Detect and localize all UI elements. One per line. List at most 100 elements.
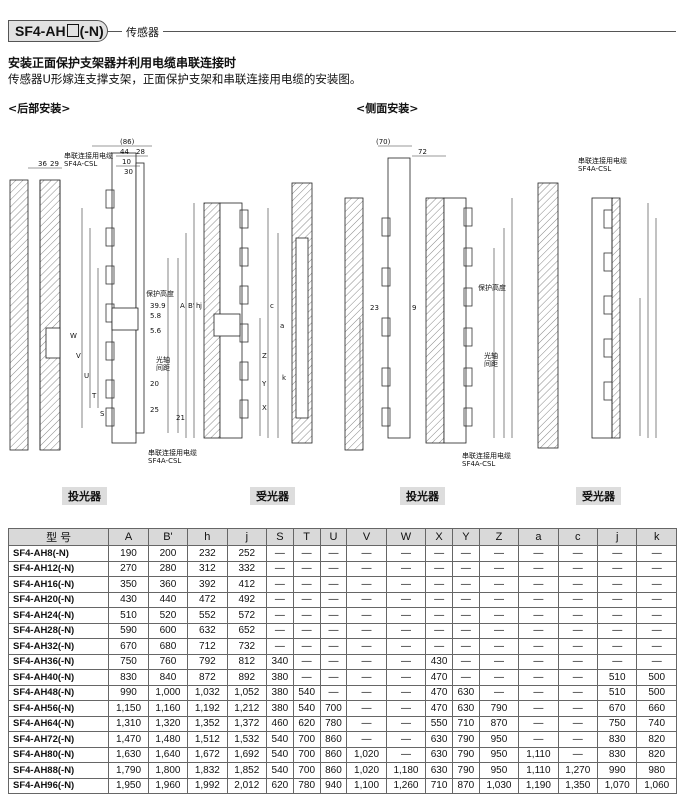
value-cell: 1,352: [187, 715, 228, 732]
value-cell: —: [292, 622, 321, 639]
dim-39-9: 39.9: [150, 302, 166, 310]
value-cell: —: [557, 591, 599, 608]
value-cell: 1,212: [226, 700, 268, 717]
column-header: V: [346, 528, 387, 546]
value-cell: —: [518, 715, 559, 732]
value-cell: —: [518, 576, 559, 593]
value-cell: —: [518, 669, 559, 686]
value-cell: 630: [425, 762, 453, 779]
dim-20: 20: [150, 380, 159, 388]
model-cell: SF4-AH96(-N): [7, 777, 110, 794]
value-cell: 470: [425, 669, 453, 686]
model-cell: SF4-AH72(-N): [7, 731, 110, 748]
value-cell: 1,992: [187, 777, 228, 794]
value-cell: 950: [478, 746, 520, 763]
value-cell: —: [557, 669, 599, 686]
value-cell: 660: [636, 700, 677, 717]
value-cell: —: [385, 607, 427, 624]
value-cell: —: [346, 591, 387, 608]
value-cell: —: [518, 560, 559, 577]
value-cell: —: [292, 591, 321, 608]
value-cell: —: [518, 638, 559, 655]
value-cell: 1,320: [147, 715, 189, 732]
value-cell: 600: [147, 622, 189, 639]
value-cell: —: [518, 653, 559, 670]
value-cell: —: [425, 638, 453, 655]
value-cell: 1,270: [557, 762, 599, 779]
value-cell: 1,150: [108, 700, 149, 717]
value-cell: 1,192: [187, 700, 228, 717]
value-cell: 552: [187, 607, 228, 624]
value-cell: 630: [425, 746, 453, 763]
value-cell: 732: [226, 638, 268, 655]
value-cell: 1,070: [597, 777, 638, 794]
value-cell: —: [385, 576, 427, 593]
value-cell: —: [319, 545, 348, 562]
value-cell: —: [319, 560, 348, 577]
value-cell: 750: [108, 653, 149, 670]
value-cell: —: [597, 638, 638, 655]
value-cell: 510: [108, 607, 149, 624]
value-cell: —: [557, 607, 599, 624]
value-cell: 652: [226, 622, 268, 639]
dim-a: a: [280, 322, 284, 330]
value-cell: 380: [266, 684, 294, 701]
value-cell: 860: [319, 731, 348, 748]
column-header: k: [636, 528, 677, 546]
value-cell: 1,020: [346, 746, 387, 763]
value-cell: 680: [147, 638, 189, 655]
value-cell: 540: [292, 684, 321, 701]
value-cell: —: [425, 545, 453, 562]
dim-28: 28: [136, 148, 145, 156]
dim-V: V: [76, 352, 81, 360]
value-cell: 792: [187, 653, 228, 670]
value-cell: 1,692: [226, 746, 268, 763]
column-header: 型 号: [7, 528, 110, 546]
model-cell: SF4-AH64(-N): [7, 715, 110, 732]
caption-emitter-left: 投光器: [62, 487, 107, 505]
value-cell: 812: [226, 653, 268, 670]
value-cell: —: [518, 607, 559, 624]
value-cell: 540: [266, 731, 294, 748]
value-cell: —: [636, 653, 677, 670]
value-cell: —: [557, 560, 599, 577]
value-cell: 1,100: [346, 777, 387, 794]
value-cell: —: [266, 560, 294, 577]
value-cell: —: [557, 622, 599, 639]
value-cell: 1,020: [346, 762, 387, 779]
value-cell: —: [425, 576, 453, 593]
value-cell: —: [346, 653, 387, 670]
value-cell: 830: [597, 731, 638, 748]
model-prefix: SF4-AH: [15, 23, 66, 39]
value-cell: 670: [597, 700, 638, 717]
value-cell: —: [451, 591, 480, 608]
value-cell: —: [292, 653, 321, 670]
value-cell: —: [597, 545, 638, 562]
value-cell: 1,532: [226, 731, 268, 748]
value-cell: 540: [292, 700, 321, 717]
model-cell: SF4-AH32(-N): [7, 638, 110, 655]
value-cell: —: [636, 622, 677, 639]
value-cell: 1,350: [557, 777, 599, 794]
cable-bottom-left-model: SF4A-CSL: [148, 457, 181, 465]
dim-21: 21: [176, 414, 185, 422]
value-cell: 870: [451, 777, 480, 794]
value-cell: —: [478, 622, 520, 639]
value-cell: 520: [147, 607, 189, 624]
value-cell: —: [292, 560, 321, 577]
value-cell: 1,480: [147, 731, 189, 748]
value-cell: —: [385, 684, 427, 701]
dim-j: j: [199, 302, 202, 310]
dim-Y: Y: [261, 380, 267, 388]
value-cell: 990: [108, 684, 149, 701]
axis-pitch-left: 光轴: [156, 355, 170, 364]
value-cell: 1,470: [108, 731, 149, 748]
caption-emitter-right: 投光器: [400, 487, 445, 505]
value-cell: 980: [636, 762, 677, 779]
value-cell: 590: [108, 622, 149, 639]
page-title: 安装正面保护支架器并利用电缆串联连接时: [8, 56, 237, 70]
